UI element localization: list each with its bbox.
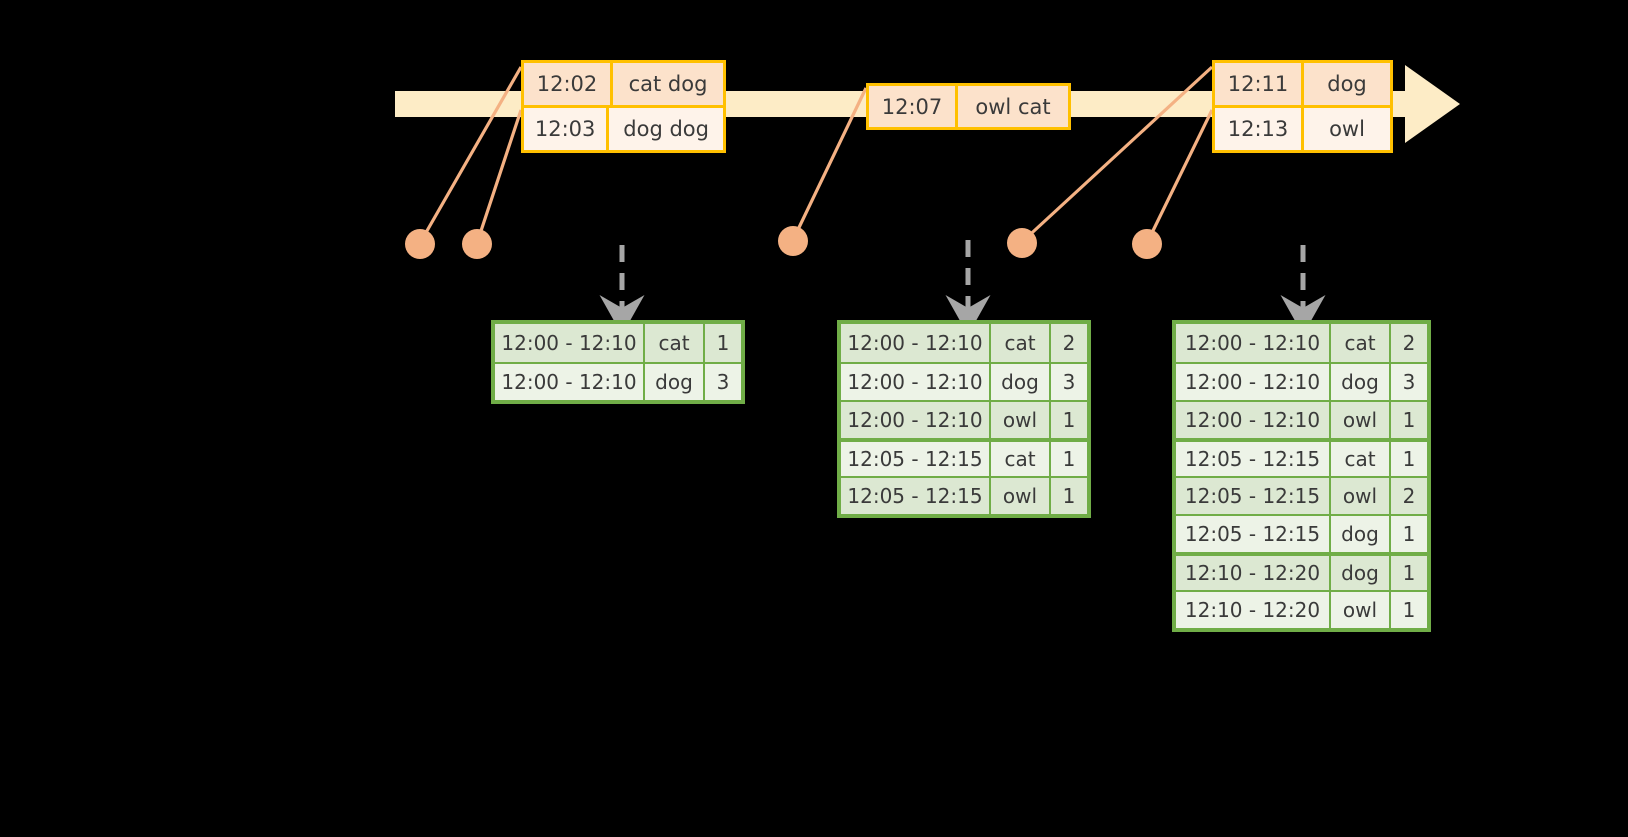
connector-1 <box>418 66 523 244</box>
cell-count: 1 <box>716 331 730 355</box>
cell-word: cat <box>645 324 705 362</box>
cell-word: owl <box>991 402 1051 438</box>
event-row[interactable]: 12:07 owl cat <box>869 86 1068 127</box>
cell-word: owl <box>1331 592 1391 628</box>
cell-window: 12:00 - 12:10 <box>495 364 645 400</box>
cell-window: 12:05 - 12:15 <box>1176 516 1331 552</box>
cell-window: 12:05 - 12:15 <box>1176 442 1331 476</box>
event-time: 12:03 <box>524 108 610 150</box>
event-box-2[interactable]: 12:07 owl cat <box>866 83 1071 130</box>
cell-word: owl <box>1331 478 1391 514</box>
event-row[interactable]: 12:13 owl <box>1215 105 1390 150</box>
event-time: 12:02 <box>524 63 613 105</box>
cell-word: dog <box>991 364 1051 400</box>
connector-5 <box>1145 109 1214 244</box>
event-box-1[interactable]: 12:02 cat dog 12:03 dog dog <box>521 60 726 153</box>
cell-count: 1 <box>1062 447 1076 471</box>
cell-count: 3 <box>1402 370 1416 394</box>
cell-count: 2 <box>1062 331 1076 355</box>
cell-window: 12:05 - 12:15 <box>841 442 991 476</box>
event-time: 12:11 <box>1215 63 1304 105</box>
event-payload: cat dog <box>628 72 708 96</box>
cell-count: 1 <box>1062 408 1076 432</box>
event-row[interactable]: 12:11 dog <box>1215 63 1390 105</box>
cell-word: cat <box>991 442 1051 476</box>
cell-window: 12:00 - 12:10 <box>841 324 991 362</box>
event-time: 12:07 <box>869 86 958 127</box>
cell-count: 1 <box>1402 598 1416 622</box>
dashed-arrows <box>599 240 1326 335</box>
marker-dot-5 <box>1132 229 1162 259</box>
cell-window: 12:00 - 12:10 <box>1176 402 1331 438</box>
cell-count: 1 <box>1402 522 1416 546</box>
event-payload: dog <box>1327 72 1367 96</box>
cell-word: owl <box>991 478 1051 514</box>
cell-count: 1 <box>1402 561 1416 585</box>
cell-window: 12:00 - 12:10 <box>841 364 991 400</box>
cell-window: 12:00 - 12:10 <box>495 324 645 362</box>
event-payload: dog dog <box>623 117 709 141</box>
event-payload: owl <box>1329 117 1365 141</box>
cell-word: dog <box>1331 516 1391 552</box>
cell-count: 2 <box>1402 484 1416 508</box>
event-row[interactable]: 12:02 cat dog <box>524 63 723 105</box>
cell-count: 3 <box>1062 370 1076 394</box>
cell-word: owl <box>1331 402 1391 438</box>
marker-dot-2 <box>462 229 492 259</box>
marker-dot-1 <box>405 229 435 259</box>
event-payload: owl cat <box>975 94 1051 119</box>
cell-word: cat <box>991 324 1051 362</box>
event-time: 12:13 <box>1215 108 1304 150</box>
event-row[interactable]: 12:03 dog dog <box>524 105 723 150</box>
cell-word: dog <box>1331 364 1391 400</box>
cell-window: 12:10 - 12:20 <box>1176 592 1331 628</box>
event-box-3[interactable]: 12:11 dog 12:13 owl <box>1212 60 1393 153</box>
cell-count: 1 <box>1062 484 1076 508</box>
cell-count: 2 <box>1402 331 1416 355</box>
marker-dots <box>405 226 1162 259</box>
cell-word: dog <box>645 364 705 400</box>
cell-window: 12:00 - 12:10 <box>841 402 991 438</box>
cell-word: cat <box>1331 442 1391 476</box>
cell-word: cat <box>1331 324 1391 362</box>
connector-2 <box>475 109 523 244</box>
cell-window: 12:00 - 12:10 <box>1176 324 1331 362</box>
cell-window: 12:10 - 12:20 <box>1176 556 1331 590</box>
cell-count: 3 <box>716 370 730 394</box>
cell-count: 1 <box>1402 447 1416 471</box>
connector-3 <box>791 87 868 241</box>
cell-window: 12:00 - 12:10 <box>1176 364 1331 400</box>
cell-count: 1 <box>1402 408 1416 432</box>
cell-word: dog <box>1331 556 1391 590</box>
marker-dot-3 <box>778 226 808 256</box>
marker-dot-4 <box>1007 228 1037 258</box>
cell-window: 12:05 - 12:15 <box>841 478 991 514</box>
cell-window: 12:05 - 12:15 <box>1176 478 1331 514</box>
